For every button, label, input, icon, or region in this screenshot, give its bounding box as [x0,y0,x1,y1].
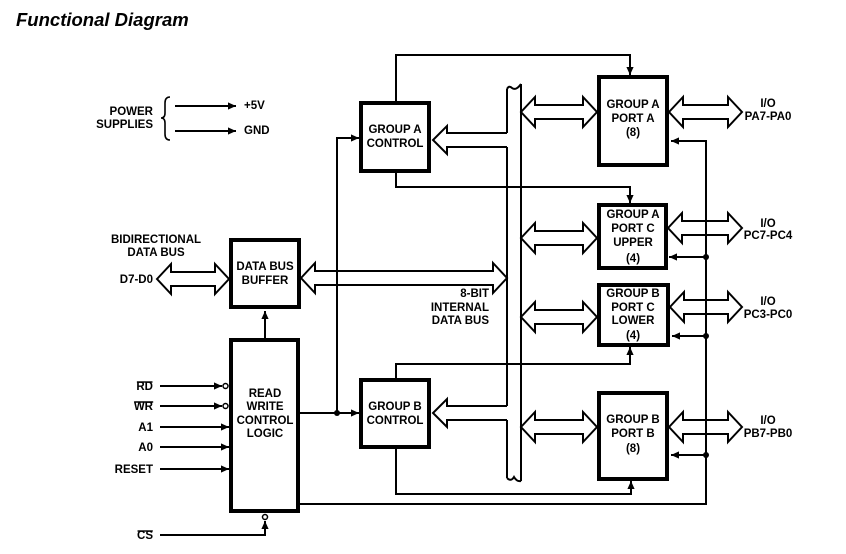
brace-icon [160,96,171,141]
io-pins-pc-lower: PC3-PC0 [744,309,793,321]
group-a-control-block: GROUP A CONTROL [359,101,431,173]
bus-to-port-a-arrow [519,94,599,130]
block-label: GROUP B [606,288,659,300]
block-label: CONTROL [367,415,424,427]
input-reset-label: RESET [115,464,153,476]
rail-plus-5v: +5V [244,100,265,112]
internal-bus-label-line-2: INTERNAL [431,302,489,314]
block-label: LOGIC [247,428,283,440]
bus-to-group-a-control-arrow [431,123,507,157]
group-b-control-to-port-b-wire [395,449,635,495]
io-type-label: I/O [760,296,775,308]
external-data-bus: BIDIRECTIONAL DATA BUS D7-D0 [111,234,231,297]
group-a-port-c-upper-block: GROUP A PORT C UPPER (4) [597,203,668,270]
bus-to-port-b-arrow [519,409,599,445]
io-labels: I/O PA7-PA0 I/O PC7-PC4 I/O PC3-PC0 I/O … [744,98,793,440]
bus-to-port-c-lower-arrow [519,299,599,335]
block-label: (4) [626,330,640,342]
block-label: GROUP B [606,414,659,426]
power-label-line-1: POWER [110,106,154,118]
rw-to-ports-wire [300,137,707,505]
junction-dot [334,410,340,416]
group-a-control-to-port-c-upper-wire [395,173,634,203]
block-label: PORT A [611,113,654,125]
internal-bus-break-top [506,83,522,90]
group-b-control-to-port-c-lower-wire [395,347,634,378]
data-bus-pins: D7-D0 [120,274,153,286]
data-bus-label-line-2: DATA BUS [127,247,185,259]
control-inputs: RD WR A1 A0 RESET CS [115,381,269,542]
internal-bus-label-line-3: DATA BUS [432,315,490,327]
block-label: CONTROL [367,138,424,150]
bus-to-group-b-control-arrow [431,396,507,430]
input-cs-label: CS [137,530,153,542]
junction-dot [703,452,709,458]
block-label: (4) [626,253,640,265]
internal-data-bus: 8-BIT INTERNAL DATA BUS [431,83,522,483]
block-label: (8) [626,443,640,455]
junction-dot [703,254,709,260]
group-a-port-a-block: GROUP A PORT A (8) [597,75,669,167]
junction-dot [703,333,709,339]
read-write-control-logic-block: READ WRITE CONTROL LOGIC [229,338,300,513]
rw-to-group-a-control-wire [336,134,359,413]
external-data-bus-arrow [155,261,231,297]
block-label: READ [249,388,282,400]
block-label: PORT C [611,223,654,235]
block-label: CONTROL [237,415,294,427]
block-label: PORT B [611,428,654,440]
input-a0-label: A0 [138,442,153,454]
block-label: UPPER [613,237,653,249]
power-label-line-2: SUPPLIES [96,119,153,131]
block-label: LOWER [612,315,655,327]
io-pins-pc-upper: PC7-PC4 [744,230,793,242]
data-bus-buffer-block: DATA BUS BUFFER [229,238,301,309]
input-wr-label: WR [134,401,154,413]
block-label: BUFFER [242,275,289,287]
block-label: GROUP A [606,99,659,111]
group-b-port-b-block: GROUP B PORT B (8) [597,391,669,481]
page-title: Functional Diagram [16,9,189,30]
block-label: PORT C [611,302,654,314]
block-label: DATA BUS [236,261,294,273]
block-label: (8) [626,127,640,139]
group-b-port-c-lower-block: GROUP B PORT C LOWER (4) [597,283,670,347]
io-type-label: I/O [760,218,775,230]
internal-bus-break-bottom [506,475,522,483]
io-type-label: I/O [760,415,775,427]
bus-to-port-c-upper-arrow [519,220,599,256]
input-a1-label: A1 [138,422,153,434]
io-pins-pa: PA7-PA0 [745,111,792,123]
group-a-control-to-port-a-wire [395,54,634,101]
io-port-a-arrow [667,94,744,130]
group-b-control-block: GROUP B CONTROL [359,378,431,449]
input-rd-label: RD [136,381,153,393]
io-type-label: I/O [760,98,775,110]
block-label: GROUP B [368,401,421,413]
io-pins-pb: PB7-PB0 [744,428,793,440]
block-label: GROUP A [606,209,659,221]
input-cs-wire [160,521,269,536]
inversion-bubble [222,402,229,410]
inversion-bubble [222,382,229,390]
power-supplies: POWER SUPPLIES +5V GND [96,96,270,141]
internal-bus-label-line-1: 8-BIT [460,288,489,300]
block-label: GROUP A [368,124,421,136]
block-label: WRITE [246,401,283,413]
inversion-bubble [261,513,269,521]
data-bus-label-line-1: BIDIRECTIONAL [111,234,201,246]
rail-gnd: GND [244,125,270,137]
